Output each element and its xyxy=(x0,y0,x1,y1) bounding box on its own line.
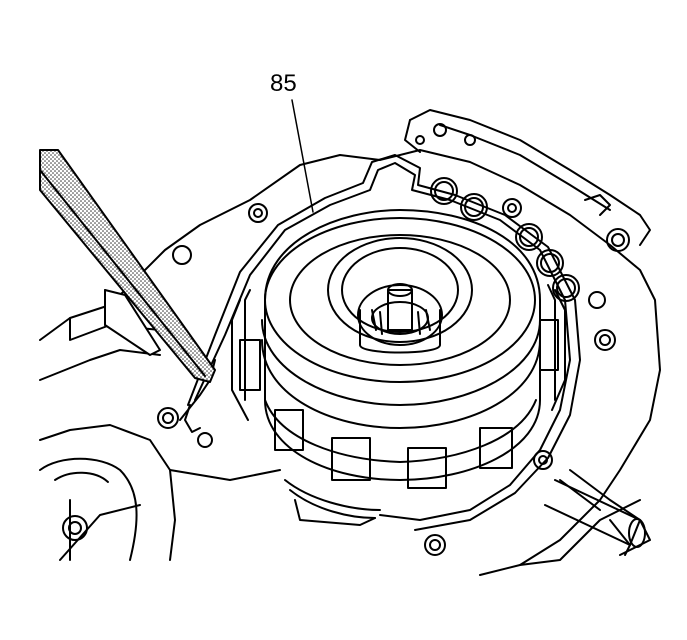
output-shaft xyxy=(544,479,646,548)
callout-leader-line xyxy=(291,99,314,213)
lower-bore xyxy=(39,457,138,561)
center-hub xyxy=(327,237,473,354)
pry-tool xyxy=(39,149,216,383)
drum-splines xyxy=(231,284,566,489)
transmission-case xyxy=(39,109,661,576)
lower-ring xyxy=(284,479,381,526)
gasket-85 xyxy=(184,154,581,531)
callout-label-85: 85 xyxy=(270,70,297,97)
